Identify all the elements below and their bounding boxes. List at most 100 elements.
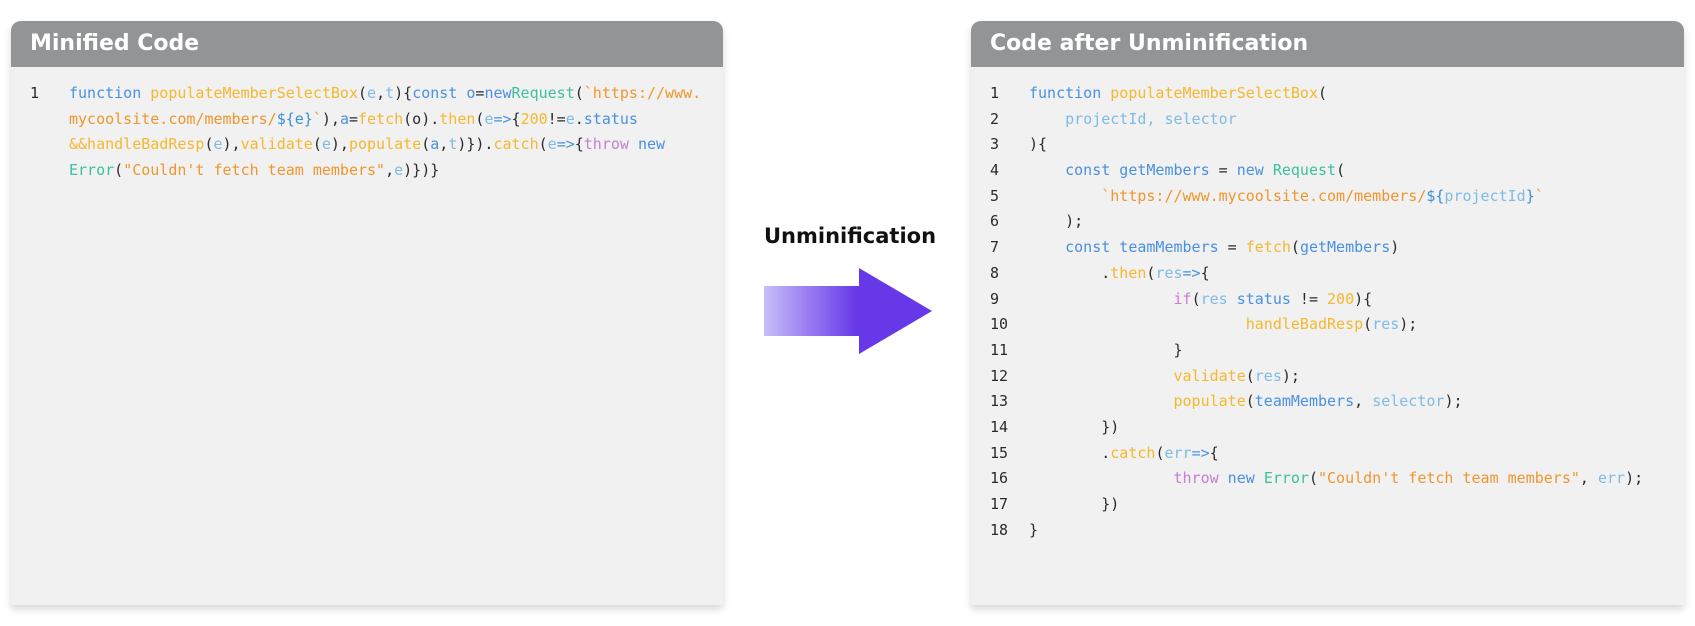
code-text: `https://www.mycoolsite.com/members/${pr…	[1029, 184, 1544, 210]
line-number: 11	[990, 340, 1009, 359]
code-token: res	[1372, 315, 1400, 334]
code-token: fetch	[358, 109, 404, 128]
code-token: }	[1029, 340, 1183, 359]
code-token: new	[628, 135, 666, 154]
code-token: throw	[1173, 469, 1219, 488]
code-token: (	[312, 135, 322, 154]
code-token: (	[1336, 161, 1346, 180]
code-text: mycoolsite.com/members/${e}`),a=fetch(o)…	[69, 107, 638, 133]
code-token: projectId	[1444, 186, 1526, 205]
code-line: 17 })	[971, 492, 1684, 518]
code-text: }	[1029, 338, 1183, 364]
code-token: populate	[348, 135, 422, 154]
code-token: e	[367, 84, 377, 102]
code-token: })	[1029, 417, 1120, 436]
code-token: (	[475, 109, 485, 128]
code-line: 16 throw new Error("Couldn't fetch team …	[971, 466, 1684, 492]
code-token: const o	[412, 84, 476, 102]
line-number: 8	[990, 263, 1000, 282]
code-token: err	[1597, 469, 1626, 488]
code-line: 13 populate(teamMembers, selector);	[971, 389, 1684, 415]
code-token: =	[475, 84, 485, 102]
code-token: ){	[1029, 135, 1048, 154]
code-line: 12 validate(res);	[971, 364, 1684, 390]
code-text: }	[1029, 518, 1038, 544]
code-text: populate(teamMembers, selector);	[1029, 389, 1463, 415]
code-token: populate	[1173, 392, 1246, 411]
code-token: !=	[1290, 289, 1328, 308]
code-token: =>	[493, 109, 512, 128]
code-token: e	[484, 109, 494, 128]
code-token: `	[1534, 186, 1544, 205]
code-token: getMembers	[1299, 238, 1391, 257]
code-token: =>	[556, 135, 575, 154]
code-token: a	[339, 109, 349, 128]
code-token: e	[565, 109, 575, 128]
line-number: 10	[990, 315, 1009, 334]
code-text: })	[1029, 415, 1119, 441]
code-token	[1029, 187, 1101, 205]
line-number: 9	[990, 289, 1000, 308]
code-token: if	[1173, 289, 1192, 308]
code-token: status	[1227, 289, 1291, 308]
code-line: 9 if(res status != 200){	[971, 287, 1684, 313]
code-token: Error	[1263, 469, 1309, 488]
code-token: "Couldn't fetch team members"	[1318, 469, 1580, 488]
code-text: &&handleBadResp(e),validate(e),populate(…	[69, 132, 665, 158]
code-token	[1029, 290, 1174, 308]
code-token: =	[348, 109, 358, 128]
code-token: );	[1625, 469, 1644, 488]
code-token: mycoolsite.com/members/	[69, 109, 277, 128]
code-line: 6 );	[971, 209, 1684, 235]
line-number: 1	[990, 84, 1000, 102]
code-token: teamMembers	[1254, 392, 1355, 411]
code-token: .	[574, 109, 584, 128]
line-number: 7	[990, 238, 1000, 257]
code-token: }	[1029, 520, 1039, 539]
code-token: {	[574, 135, 584, 154]
code-token: t	[448, 135, 458, 154]
code-text: );	[1029, 209, 1083, 235]
code-token	[1029, 392, 1174, 410]
code-token: populateMemberSelectBox	[150, 84, 358, 102]
code-token: (	[114, 161, 124, 180]
code-line: 5 `https://www.mycoolsite.com/members/${…	[971, 184, 1684, 210]
line-number: 1	[30, 84, 40, 102]
code-token: (	[204, 135, 214, 154]
code-token: (	[1146, 263, 1156, 282]
code-token: Request	[511, 84, 575, 102]
code-token: populateMemberSelectBox	[1110, 84, 1318, 102]
code-token: })	[1029, 495, 1120, 513]
code-token: fetch	[1245, 238, 1291, 257]
code-line: Error("Couldn't fetch team members",e)})…	[11, 158, 723, 184]
code-token: a	[430, 135, 440, 154]
code-token: (	[1290, 238, 1300, 257]
code-token: (	[358, 84, 368, 102]
code-line: 4 const getMembers = new Request(	[971, 158, 1684, 184]
code-token: validate	[1173, 366, 1246, 385]
code-text: validate(res);	[1029, 364, 1300, 390]
code-token: then	[1110, 263, 1147, 282]
code-token: status	[583, 109, 638, 128]
code-token: (	[1245, 392, 1255, 411]
code-token	[1029, 469, 1174, 487]
code-token: {	[511, 109, 521, 128]
code-token: &&handleBadResp	[69, 135, 205, 154]
code-token: ,	[1354, 392, 1373, 411]
code-token: catch	[493, 135, 539, 154]
code-text: const teamMembers = fetch(getMembers)	[1029, 235, 1399, 261]
line-number: 2	[990, 109, 1000, 128]
code-text: handleBadResp(res);	[1029, 312, 1418, 338]
line-number: 17	[990, 495, 1009, 513]
code-token	[1029, 161, 1065, 179]
code-token: res	[1254, 366, 1282, 385]
code-token: validate	[240, 135, 313, 154]
code-line: 3){	[971, 132, 1684, 158]
code-token: )}).	[457, 135, 494, 154]
